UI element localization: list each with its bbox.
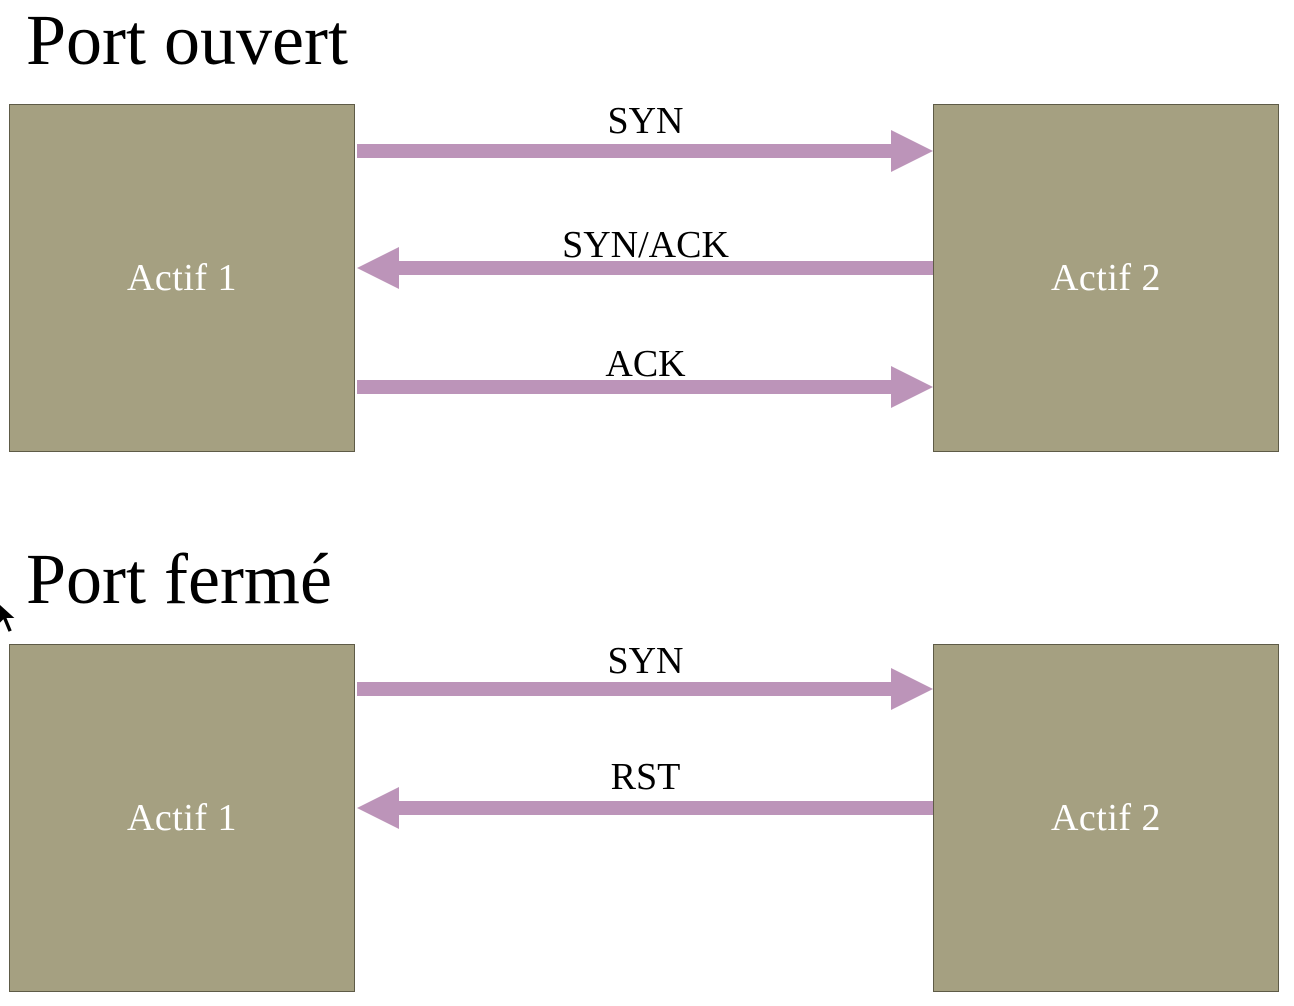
closed-port-actif2-label: Actif 2 [1050,797,1162,839]
mouse-cursor-icon [0,602,20,635]
closed-port-title: Port fermé [26,539,332,619]
closed-port-msg-syn-label: SYN [607,640,684,682]
open-port-msg-syn-label: SYN [607,100,684,142]
open-port-actif2-box: Actif 2 [933,104,1279,452]
closed-port-actif1-box: Actif 1 [9,644,355,992]
open-port-msg-ack-label: ACK [605,343,686,385]
closed-port-actif1-label: Actif 1 [126,797,238,839]
open-port-actif1-label: Actif 1 [126,257,238,299]
open-port-msg-synack-label: SYN/ACK [562,224,729,266]
closed-port-msg-rst-label: RST [610,756,681,798]
open-port-actif2-label: Actif 2 [1050,257,1162,299]
open-port-title: Port ouvert [26,0,348,80]
closed-port-actif2-box: Actif 2 [933,644,1279,992]
open-port-actif1-box: Actif 1 [9,104,355,452]
